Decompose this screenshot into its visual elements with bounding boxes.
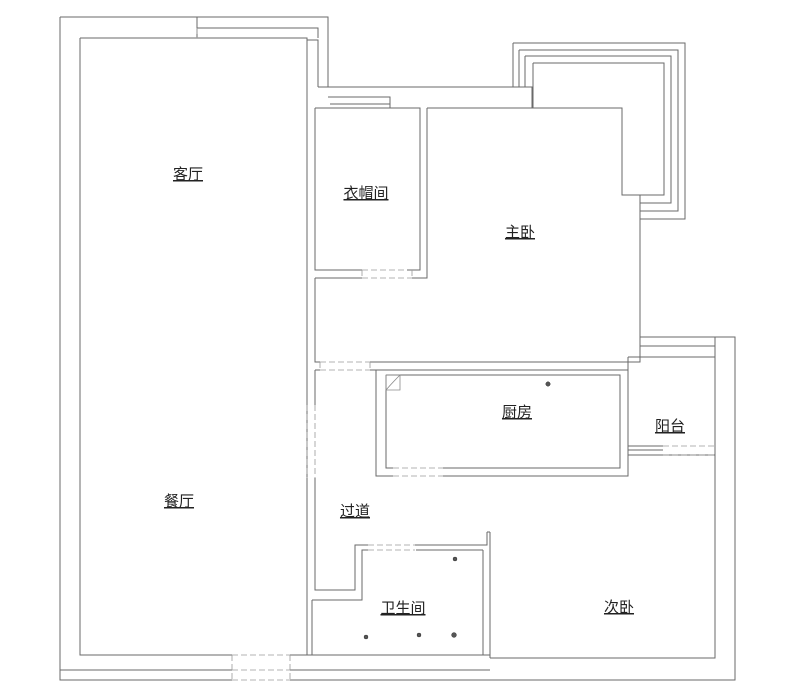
fixtures xyxy=(363,381,551,640)
bathroom-drain-icon xyxy=(452,556,458,562)
bathroom-drain-icon xyxy=(416,632,422,638)
entrance-door xyxy=(231,654,291,681)
room-label-corridor: 过道 xyxy=(340,502,370,520)
living-door xyxy=(306,405,316,478)
room-label-walk-in-closet: 衣帽间 xyxy=(343,184,388,202)
room-label-kitchen: 厨房 xyxy=(502,403,532,421)
kitchen-door xyxy=(393,467,443,477)
bathroom-drain-icon xyxy=(363,634,369,640)
kitchen-walls xyxy=(375,369,629,477)
bay-window xyxy=(512,42,686,220)
kitchen-drain-icon xyxy=(545,381,551,387)
room-label-bathroom: 卫生间 xyxy=(380,599,425,617)
master-bedroom-walls xyxy=(314,86,641,363)
closet-door xyxy=(361,269,413,279)
balcony-door xyxy=(663,445,715,456)
door-openings xyxy=(196,28,715,681)
room-label-dining-room: 餐厅 xyxy=(164,492,194,510)
outer-walls xyxy=(59,16,736,681)
room-label-master-bedroom: 主卧 xyxy=(505,223,535,241)
balcony-walls xyxy=(627,336,716,456)
room-label-living-room: 客厅 xyxy=(173,165,203,183)
room-label-balcony: 阳台 xyxy=(655,417,685,435)
bathroom-drain-icon xyxy=(451,632,457,638)
bathroom-door xyxy=(368,544,415,551)
room-label-second-bedroom: 次卧 xyxy=(604,598,634,616)
bedroom-door xyxy=(319,361,371,371)
corridor-walls xyxy=(311,369,491,658)
